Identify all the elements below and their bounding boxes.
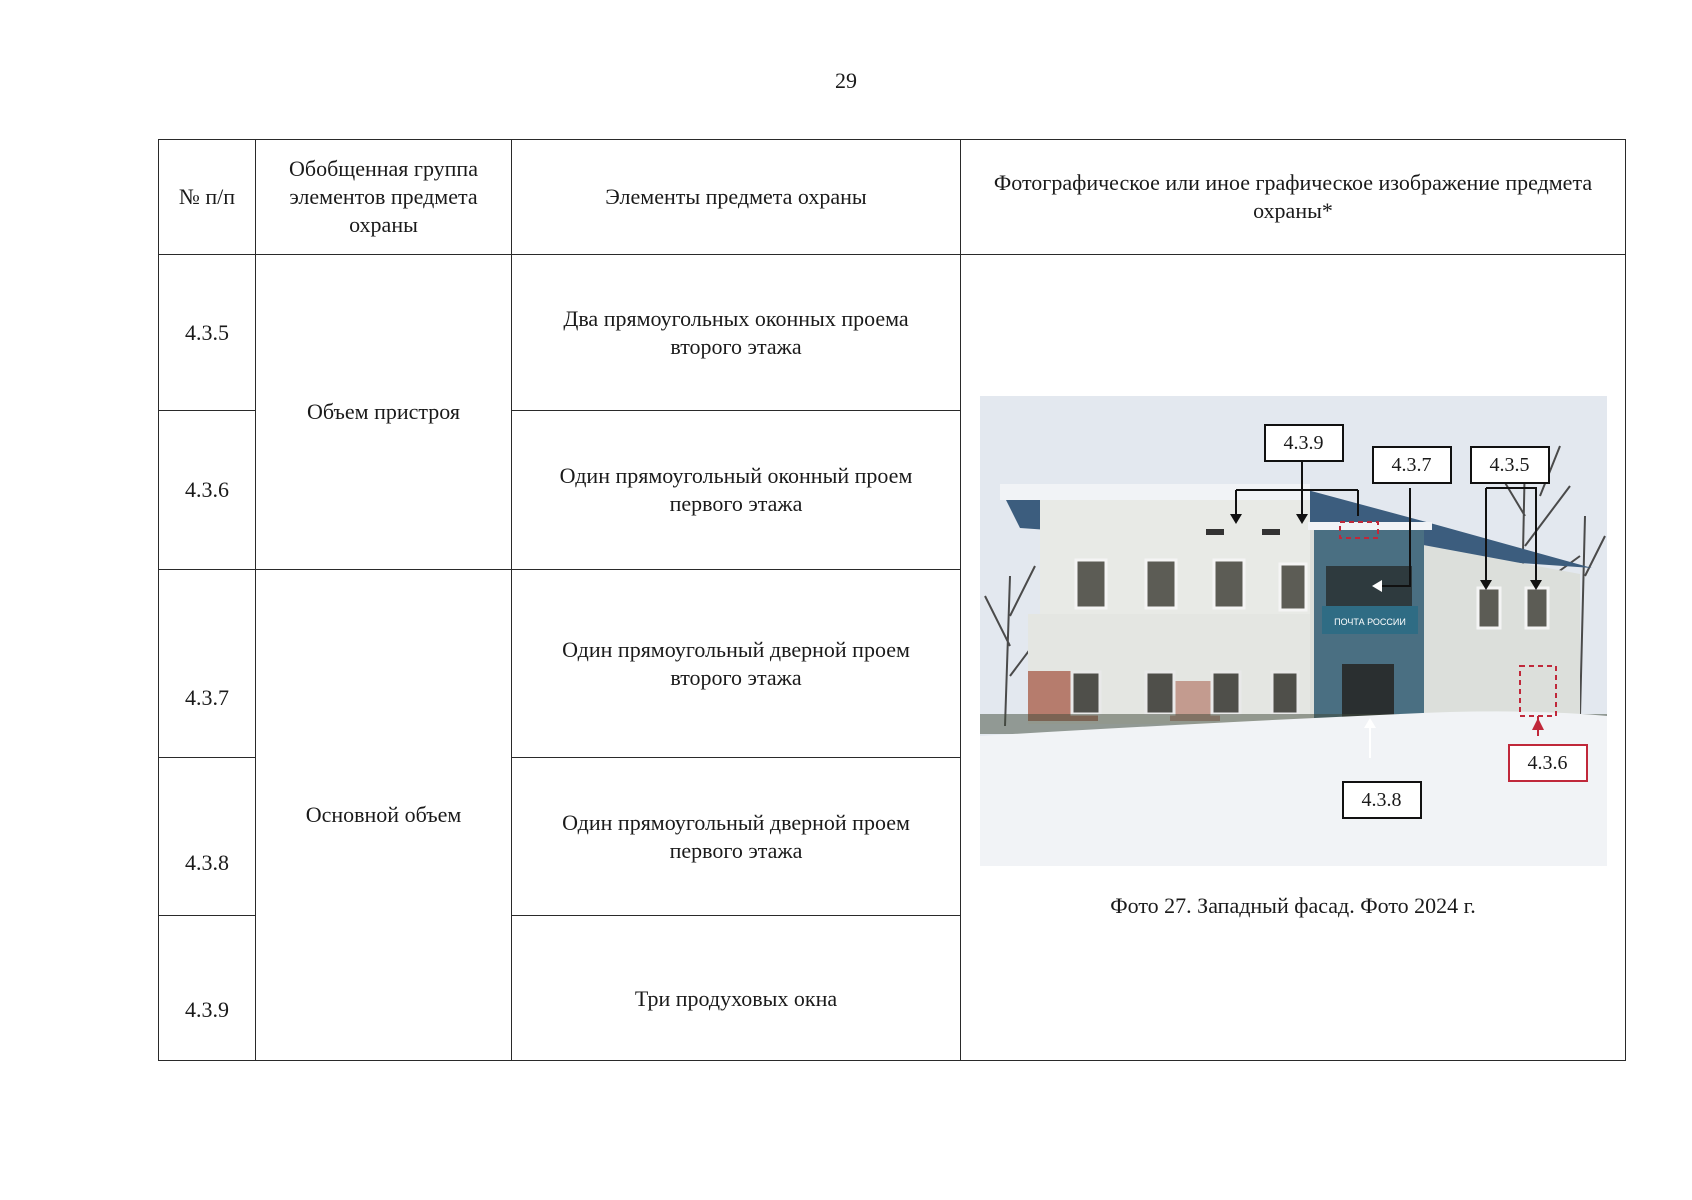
table-row: 4.3.9 Три продуховых окна — [158, 915, 1626, 1061]
table-row: 4.3.6 Один прямоугольный оконный проем п… — [158, 410, 1626, 570]
photo-caption: Фото 27. Западный фасад. Фото 2024 г. — [1110, 892, 1476, 918]
element-cell: Один прямоугольный дверной проем первого… — [511, 757, 961, 916]
page-number: 29 — [835, 68, 857, 93]
header-group: Обобщенная группа элементов предмета охр… — [255, 139, 512, 255]
row-num: 4.3.9 — [158, 915, 256, 1061]
table-row: 4.3.5 Объем пристроя Два прямоугольных о… — [158, 254, 1626, 1061]
group-cell: Объем пристроя — [255, 254, 512, 570]
element-cell: Два прямоугольных оконных проема второго… — [511, 254, 961, 411]
header-elements: Элементы предмета охраны — [511, 139, 961, 255]
row-num: 4.3.5 — [158, 254, 256, 411]
photo-cell: ПОЧТА РОССИИ — [960, 254, 1626, 1061]
callout-4-3-6: 4.3.6 — [1507, 743, 1588, 782]
callout-4-3-7: 4.3.7 — [1371, 445, 1452, 484]
callout-4-3-8: 4.3.8 — [1341, 780, 1422, 819]
row-num: 4.3.7 — [158, 569, 256, 758]
element-cell: Три продуховых окна — [511, 915, 961, 1061]
group-cell: Основной объем — [255, 569, 512, 1061]
callout-4-3-5: 4.3.5 — [1469, 445, 1550, 484]
facade-photo: ПОЧТА РОССИИ — [979, 395, 1607, 866]
protection-table: № п/п Обобщенная группа элементов предме… — [158, 139, 1626, 1061]
element-cell: Один прямоугольный дверной проем второго… — [511, 569, 961, 758]
header-image: Фотографическое или иное графическое изо… — [960, 139, 1626, 255]
porch-sign: ПОЧТА РОССИИ — [1334, 617, 1406, 627]
header-num: № п/п — [158, 139, 256, 255]
row-num: 4.3.6 — [158, 410, 256, 570]
callout-4-3-9: 4.3.9 — [1263, 423, 1344, 462]
table-header-row: № п/п Обобщенная группа элементов предме… — [158, 139, 1626, 255]
row-num: 4.3.8 — [158, 757, 256, 916]
element-cell: Один прямоугольный оконный проем первого… — [511, 410, 961, 570]
